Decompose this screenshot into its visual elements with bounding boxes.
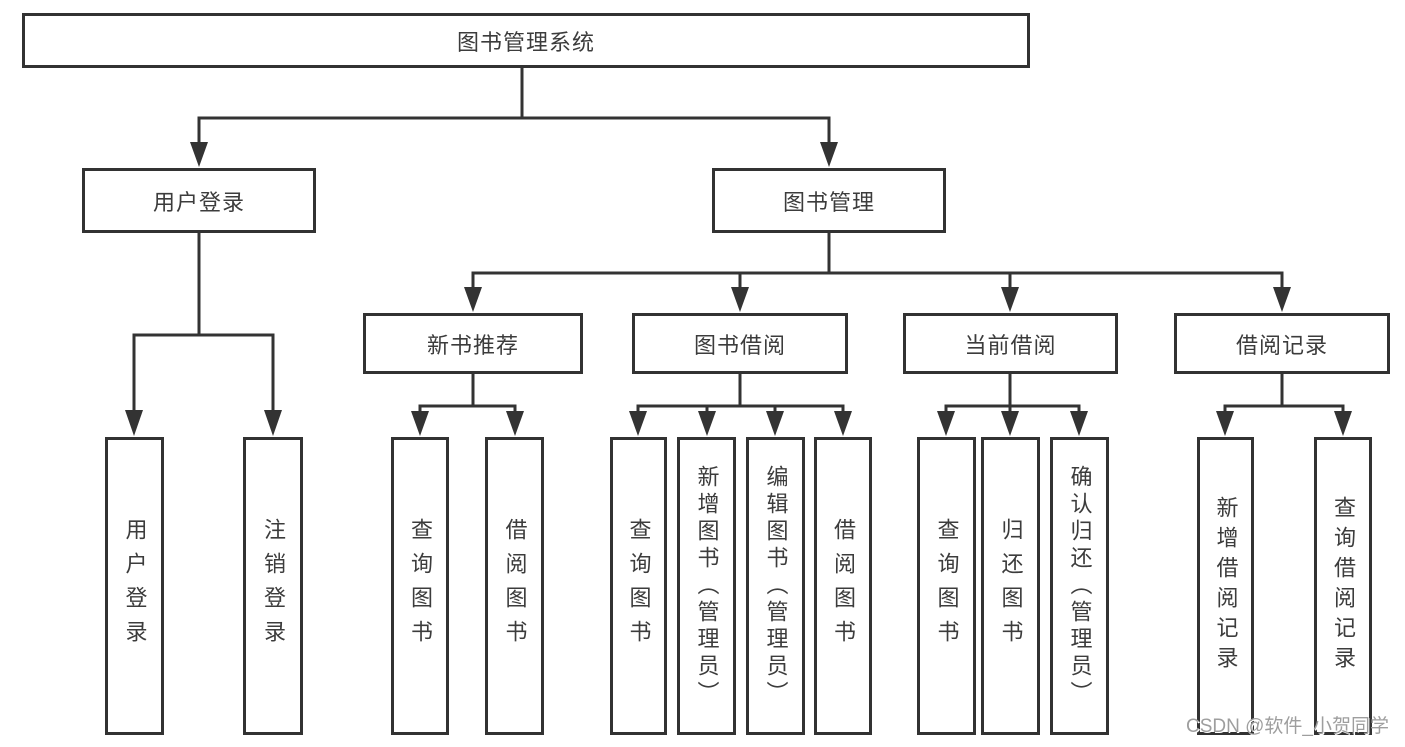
- leaf-user-login: 用户登录: [105, 437, 164, 735]
- node-current-borrowing: 当前借阅: [903, 313, 1118, 374]
- leaf-add-borrow-record: 新增借阅记录: [1197, 437, 1254, 735]
- leaf-logout: 注销登录: [243, 437, 303, 735]
- leaf-user-login-label: 用户登录: [122, 518, 148, 654]
- leaf-logout-label: 注销登录: [261, 518, 286, 654]
- node-book-borrowing: 图书借阅: [632, 313, 848, 374]
- node-user-login-label: 用户登录: [152, 189, 245, 215]
- connector-group-root: [125, 68, 1352, 436]
- leaf-borrow-books-borrowing: 借阅图书: [814, 437, 872, 735]
- leaf-borrow-books-recommend-label: 借阅图书: [502, 518, 528, 654]
- leaf-query-borrow-record-label: 查询借阅记录: [1331, 496, 1356, 676]
- leaf-edit-book-admin: 编辑图书（管理员）: [746, 437, 805, 735]
- node-borrow-records-label: 借阅记录: [1235, 332, 1328, 358]
- leaf-edit-book-admin-label: 编辑图书（管理员）: [763, 464, 789, 708]
- leaf-return-book-label: 归还图书: [998, 518, 1024, 654]
- leaf-add-book-admin: 新增图书（管理员）: [677, 437, 736, 735]
- node-book-management: 图书管理: [712, 168, 946, 233]
- node-new-book-recommend: 新书推荐: [363, 313, 583, 374]
- leaf-borrow-books-borrowing-label: 借阅图书: [831, 518, 856, 654]
- node-book-borrowing-label: 图书借阅: [693, 332, 786, 358]
- leaf-add-borrow-record-label: 新增借阅记录: [1213, 496, 1239, 676]
- node-user-login: 用户登录: [82, 168, 316, 233]
- leaf-borrow-books-recommend: 借阅图书: [485, 437, 544, 735]
- leaf-query-books-current: 查询图书: [917, 437, 976, 735]
- leaf-return-book: 归还图书: [981, 437, 1040, 735]
- leaf-query-books-recommend-label: 查询图书: [408, 518, 433, 654]
- node-book-management-label: 图书管理: [782, 189, 875, 215]
- node-borrow-records: 借阅记录: [1174, 313, 1390, 374]
- leaf-query-books-borrowing-label: 查询图书: [626, 518, 652, 654]
- leaf-query-books-borrowing: 查询图书: [610, 437, 667, 735]
- node-root-label: 图书管理系统: [456, 29, 595, 55]
- node-current-borrowing-label: 当前借阅: [964, 332, 1057, 358]
- leaf-query-books-recommend: 查询图书: [391, 437, 449, 735]
- node-new-book-recommend-label: 新书推荐: [426, 332, 519, 358]
- leaf-confirm-return-admin: 确认归还（管理员）: [1050, 437, 1109, 735]
- node-root-library-system: 图书管理系统: [22, 13, 1030, 68]
- leaf-add-book-admin-label: 新增图书（管理员）: [694, 464, 720, 708]
- csdn-watermark: CSDN @软件_小贺同学: [1186, 716, 1389, 737]
- leaf-query-books-current-label: 查询图书: [934, 518, 960, 654]
- leaf-query-borrow-record: 查询借阅记录: [1314, 437, 1372, 735]
- leaf-confirm-return-admin-label: 确认归还（管理员）: [1067, 464, 1093, 708]
